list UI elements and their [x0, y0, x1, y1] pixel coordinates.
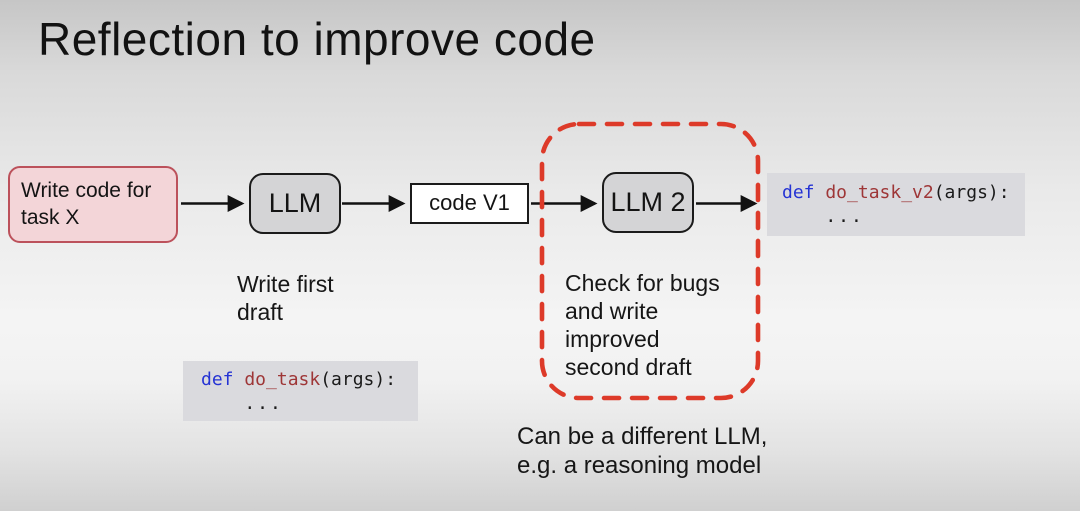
code-function-name: do_task_v2	[825, 182, 934, 203]
code-line-signature: def do_task(args):	[201, 368, 418, 392]
code-line-signature: def do_task_v2(args):	[782, 181, 1025, 205]
code-args: (args):	[933, 182, 1010, 203]
llm-box-label: LLM	[268, 188, 322, 219]
code-function-name: do_task	[244, 369, 321, 390]
code-block-do-task: def do_task(args): ...	[183, 361, 418, 421]
code-block-do-task-v2: def do_task_v2(args): ...	[767, 173, 1025, 236]
llm2-box-label: LLM 2	[610, 187, 686, 218]
caption-check-for-bugs: Check for bugs and write improved second…	[565, 270, 720, 380]
llm2-box: LLM 2	[602, 172, 694, 233]
llm-box: LLM	[249, 173, 341, 234]
input-box-label: Write code for task X	[21, 178, 152, 229]
input-box: Write code for task X	[8, 166, 178, 243]
caption-different-llm: Can be a different LLM, e.g. a reasoning…	[517, 423, 768, 479]
code-v1-box-label: code V1	[429, 190, 510, 216]
code-line-body: ...	[825, 206, 864, 227]
code-args: (args):	[320, 369, 397, 390]
code-keyword: def	[782, 182, 815, 203]
code-line-body: ...	[244, 393, 283, 414]
code-v1-box: code V1	[410, 183, 529, 224]
code-keyword: def	[201, 369, 234, 390]
caption-write-first-draft: Write first draft	[237, 271, 334, 325]
slide-title: Reflection to improve code	[38, 13, 596, 65]
